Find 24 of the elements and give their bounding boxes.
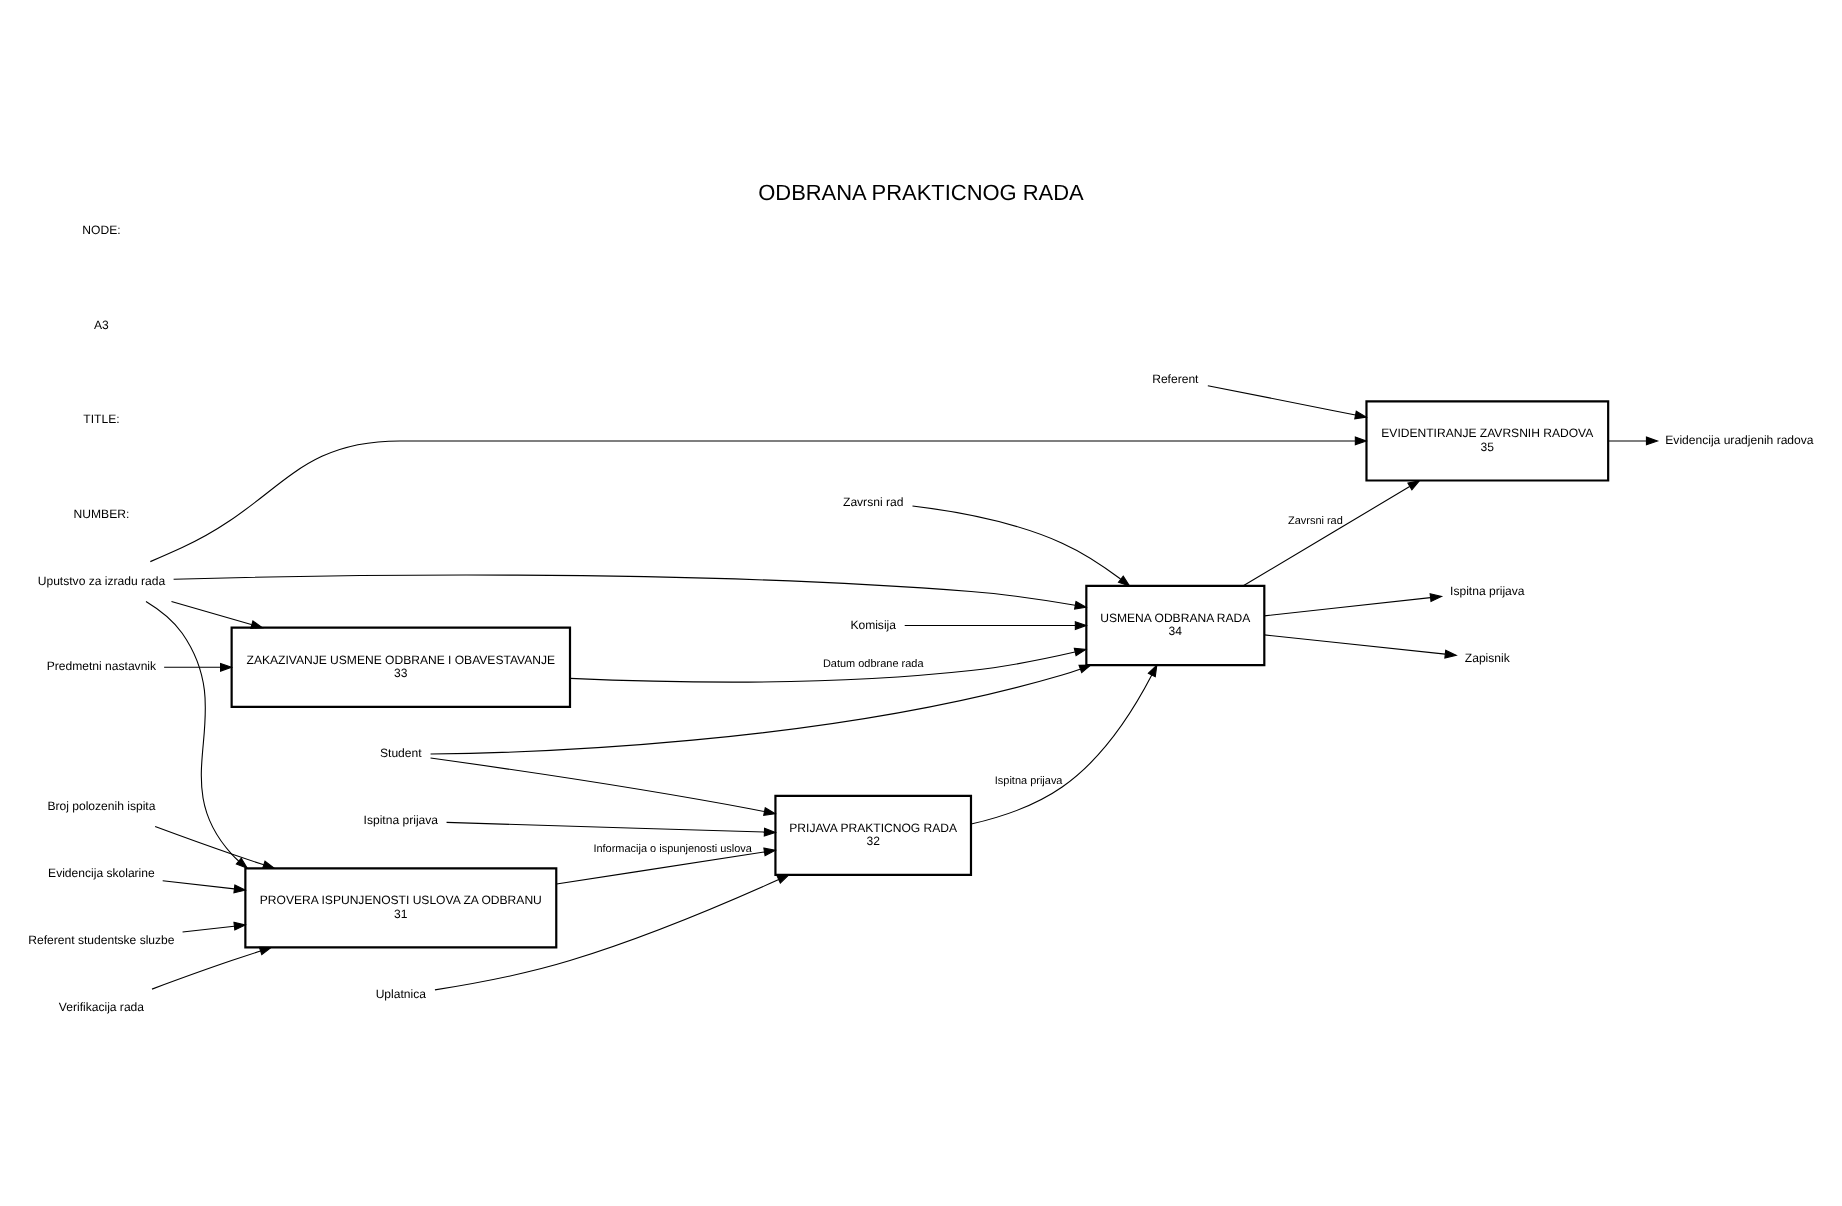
arrow — [149, 436, 1368, 563]
arrow — [170, 600, 265, 629]
arrow — [569, 647, 1088, 683]
arrow — [446, 821, 778, 837]
arrow — [904, 620, 1088, 631]
arrow — [556, 847, 777, 885]
arrow — [434, 874, 791, 991]
diagram-title: ODBRANA PRAKTICNOG RADA — [758, 182, 1084, 207]
arrow — [173, 574, 1088, 610]
arrow — [970, 663, 1158, 825]
arrow — [1263, 593, 1444, 617]
arrow — [1242, 479, 1421, 587]
arrow — [430, 757, 777, 816]
arrow — [1263, 634, 1458, 659]
arrow — [154, 826, 276, 870]
arrow — [430, 664, 1093, 755]
arrow — [1607, 436, 1660, 446]
arrow — [145, 600, 249, 870]
arrow — [162, 880, 247, 894]
arrow — [163, 662, 234, 672]
arrow — [151, 946, 273, 990]
arrow — [911, 505, 1131, 587]
arrow — [182, 921, 247, 933]
arrow — [1207, 385, 1368, 420]
